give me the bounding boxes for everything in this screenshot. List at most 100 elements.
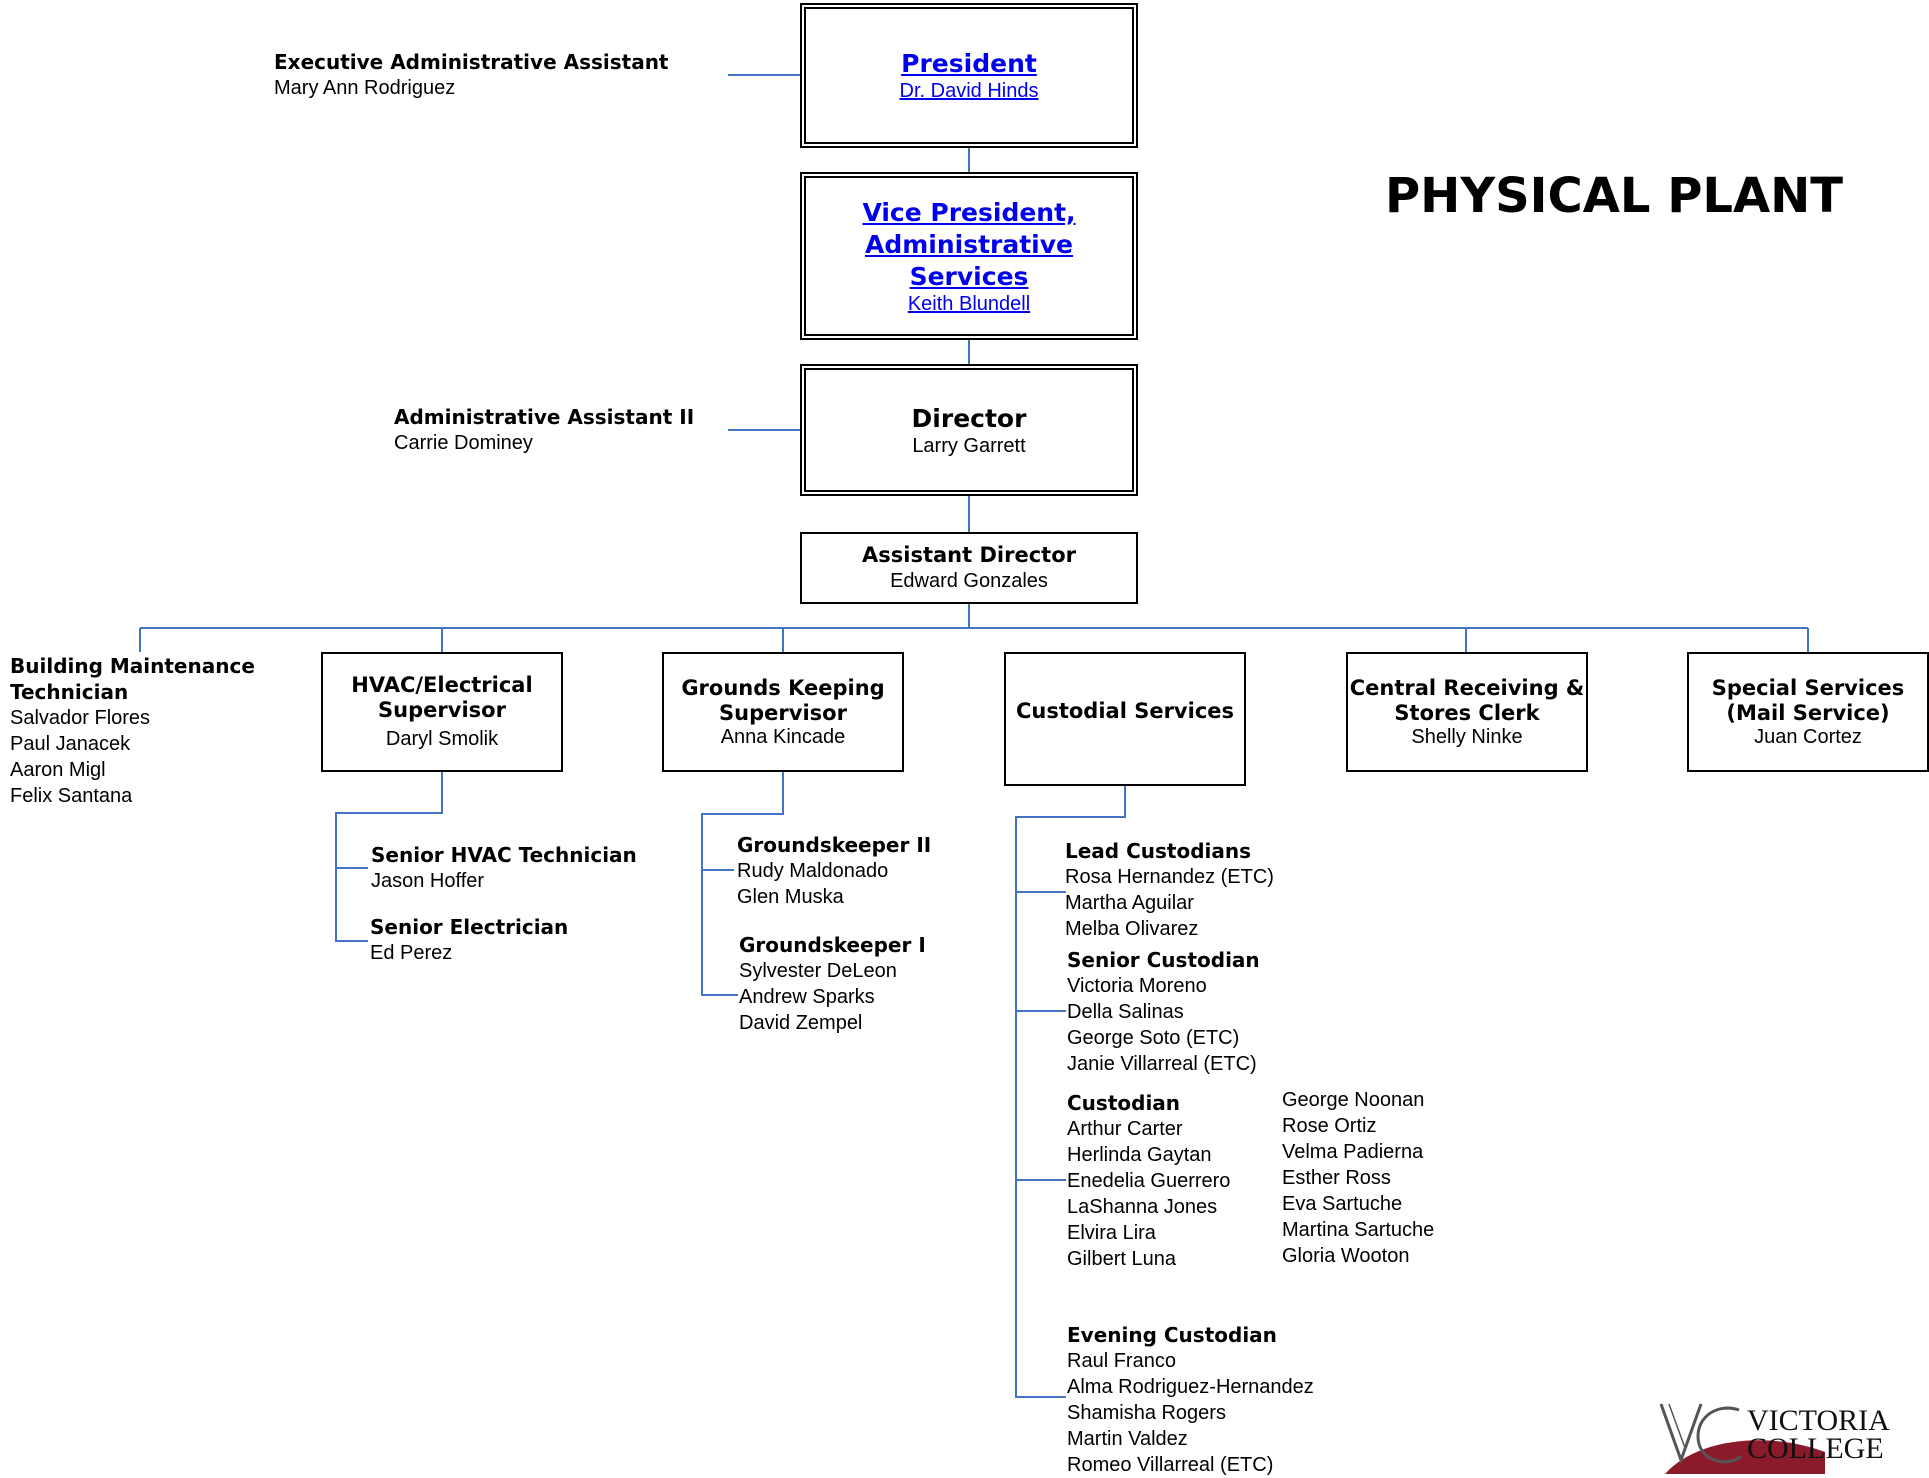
list-item: Elvira Lira: [1067, 1222, 1156, 1244]
vp-title-line-2: Administrative: [864, 229, 1074, 259]
list-item: Martha Aguilar: [1065, 892, 1194, 914]
director-box: Director Larry Garrett: [800, 364, 1138, 496]
building-maintenance-title-line-2: Technician: [10, 680, 129, 704]
connector-grounds-down: [701, 772, 784, 996]
grounds-title-line-2: Supervisor: [719, 700, 847, 725]
list-item: LaShanna Jones: [1067, 1196, 1218, 1218]
list-item: Shamisha Rogers: [1067, 1402, 1226, 1424]
assistant-director-box: Assistant Director Edward Gonzales: [800, 532, 1138, 604]
hvac-title-line-1: HVAC/Electrical: [351, 673, 533, 697]
building-maintenance-title-line-1: Building Maintenance: [10, 654, 255, 678]
president-box: President Dr. David Hinds: [800, 3, 1138, 148]
vp-box: Vice President, Administrative Services …: [800, 172, 1138, 340]
list-item: Della Salinas: [1067, 1001, 1184, 1023]
special-services-box: Special Services (Mail Service) Juan Cor…: [1687, 652, 1929, 772]
victoria-college-logo: VICTORIA COLLEGE: [1655, 1400, 1929, 1474]
custodian-column-2: George Noonan Rose Ortiz Velma Padierna …: [1282, 1087, 1434, 1269]
grounds-name: Anna Kincade: [720, 725, 846, 748]
list-item: Rosa Hernandez (ETC): [1065, 866, 1274, 888]
vp-title-line-3: Services: [909, 261, 1029, 291]
exec-assistant-title: Executive Administrative Assistant: [274, 50, 669, 74]
vp-name-link[interactable]: Keith Blundell: [907, 292, 1031, 315]
list-item: Andrew Sparks: [739, 986, 875, 1008]
central-receiving-box: Central Receiving & Stores Clerk Shelly …: [1346, 652, 1588, 772]
grounds-title-line-1: Grounds Keeping: [681, 675, 885, 700]
list-item: Rudy Maldonado: [737, 860, 889, 882]
list-item: David Zempel: [739, 1012, 863, 1034]
assistant-director-title: Assistant Director: [862, 543, 1076, 567]
groundskeeper-2-title: Groundskeeper II: [737, 833, 932, 857]
custodial-title: Custodial Services: [1015, 698, 1235, 723]
svg-text:VICTORIA: VICTORIA: [1747, 1404, 1890, 1437]
exec-assistant-name: Mary Ann Rodriguez: [274, 77, 456, 99]
connector-hvac-down: [335, 772, 443, 942]
senior-electrician-title: Senior Electrician: [370, 915, 569, 939]
lead-custodians: Lead Custodians Rosa Hernandez (ETC) Mar…: [1065, 838, 1274, 942]
special-services-name: Juan Cortez: [1754, 725, 1862, 748]
list-item: Raul Franco: [1067, 1350, 1176, 1372]
groundskeeper-1: Groundskeeper I Sylvester DeLeon Andrew …: [739, 932, 926, 1036]
page-title: PHYSICAL PLANT: [1385, 168, 1844, 224]
list-item: Aaron Migl: [10, 759, 106, 781]
list-item: Rose Ortiz: [1282, 1115, 1377, 1137]
connector-custodial-down: [1015, 786, 1126, 1398]
groundskeeper-1-title: Groundskeeper I: [739, 933, 926, 957]
senior-hvac-name: Jason Hoffer: [371, 870, 485, 892]
list-item: Sylvester DeLeon: [739, 960, 897, 982]
senior-electrician: Senior Electrician Ed Perez: [370, 914, 568, 966]
hvac-title-line-2: Supervisor: [378, 698, 506, 722]
central-receiving-title-line-2: Stores Clerk: [1394, 700, 1540, 725]
list-item: Romeo Villarreal (ETC): [1067, 1454, 1274, 1476]
custodial-services-box: Custodial Services: [1004, 652, 1246, 786]
admin-assistant: Administrative Assistant II Carrie Domin…: [394, 404, 694, 456]
list-item: Paul Janacek: [10, 733, 131, 755]
list-item: Victoria Moreno: [1067, 975, 1207, 997]
special-services-title-line-2: (Mail Service): [1726, 700, 1890, 725]
president-name-link[interactable]: Dr. David Hinds: [899, 80, 1039, 102]
list-item: Martin Valdez: [1067, 1428, 1188, 1450]
list-item: Melba Olivarez: [1065, 918, 1199, 940]
hvac-supervisor-box: HVAC/Electrical Supervisor Daryl Smolik: [321, 652, 563, 772]
senior-hvac-title: Senior HVAC Technician: [371, 843, 637, 867]
custodian-title: Custodian: [1067, 1091, 1181, 1115]
list-item: Herlinda Gaytan: [1067, 1144, 1212, 1166]
svg-text:COLLEGE: COLLEGE: [1747, 1432, 1884, 1465]
groundskeeper-2: Groundskeeper II Rudy Maldonado Glen Mus…: [737, 832, 931, 910]
admin-assistant-title: Administrative Assistant II: [394, 405, 695, 429]
list-item: Gloria Wooton: [1282, 1245, 1410, 1267]
list-item: Glen Muska: [737, 886, 844, 908]
special-services-title-line-1: Special Services: [1711, 675, 1905, 700]
list-item: Felix Santana: [10, 785, 133, 807]
senior-electrician-name: Ed Perez: [370, 942, 453, 964]
list-item: Enedelia Guerrero: [1067, 1170, 1231, 1192]
evening-custodian: Evening Custodian Raul Franco Alma Rodri…: [1067, 1322, 1314, 1478]
list-item: Esther Ross: [1282, 1167, 1391, 1189]
building-maintenance: Building Maintenance Technician Salvador…: [10, 653, 255, 809]
exec-assistant: Executive Administrative Assistant Mary …: [274, 49, 669, 101]
grounds-supervisor-box: Grounds Keeping Supervisor Anna Kincade: [662, 652, 904, 772]
list-item: Alma Rodriguez-Hernandez: [1067, 1376, 1314, 1398]
president-title-link[interactable]: President: [901, 49, 1037, 78]
assistant-director-name: Edward Gonzales: [890, 570, 1048, 592]
lead-custodians-title: Lead Custodians: [1065, 839, 1252, 863]
senior-custodian-title: Senior Custodian: [1067, 948, 1260, 972]
custodian: Custodian Arthur Carter Herlinda Gaytan …: [1067, 1090, 1230, 1272]
senior-custodian: Senior Custodian Victoria Moreno Della S…: [1067, 947, 1260, 1077]
hvac-name: Daryl Smolik: [385, 728, 499, 750]
admin-assistant-name: Carrie Dominey: [394, 432, 533, 454]
senior-hvac: Senior HVAC Technician Jason Hoffer: [371, 842, 637, 894]
vp-title-line-1: Vice President,: [862, 197, 1076, 227]
vp-title-link[interactable]: Vice President, Administrative Services: [862, 197, 1075, 293]
list-item: Velma Padierna: [1282, 1141, 1424, 1163]
evening-custodian-title: Evening Custodian: [1067, 1323, 1277, 1347]
central-receiving-title-line-1: Central Receiving &: [1349, 675, 1585, 700]
victoria-college-logo-mark: VICTORIA COLLEGE: [1659, 1403, 1890, 1474]
director-title: Director: [911, 403, 1027, 433]
list-item: Arthur Carter: [1067, 1118, 1183, 1140]
list-item: Eva Sartuche: [1282, 1193, 1403, 1215]
list-item: Janie Villarreal (ETC): [1067, 1053, 1257, 1075]
central-receiving-name: Shelly Ninke: [1411, 725, 1523, 748]
director-name: Larry Garrett: [912, 434, 1026, 457]
list-item: Salvador Flores: [10, 707, 151, 729]
